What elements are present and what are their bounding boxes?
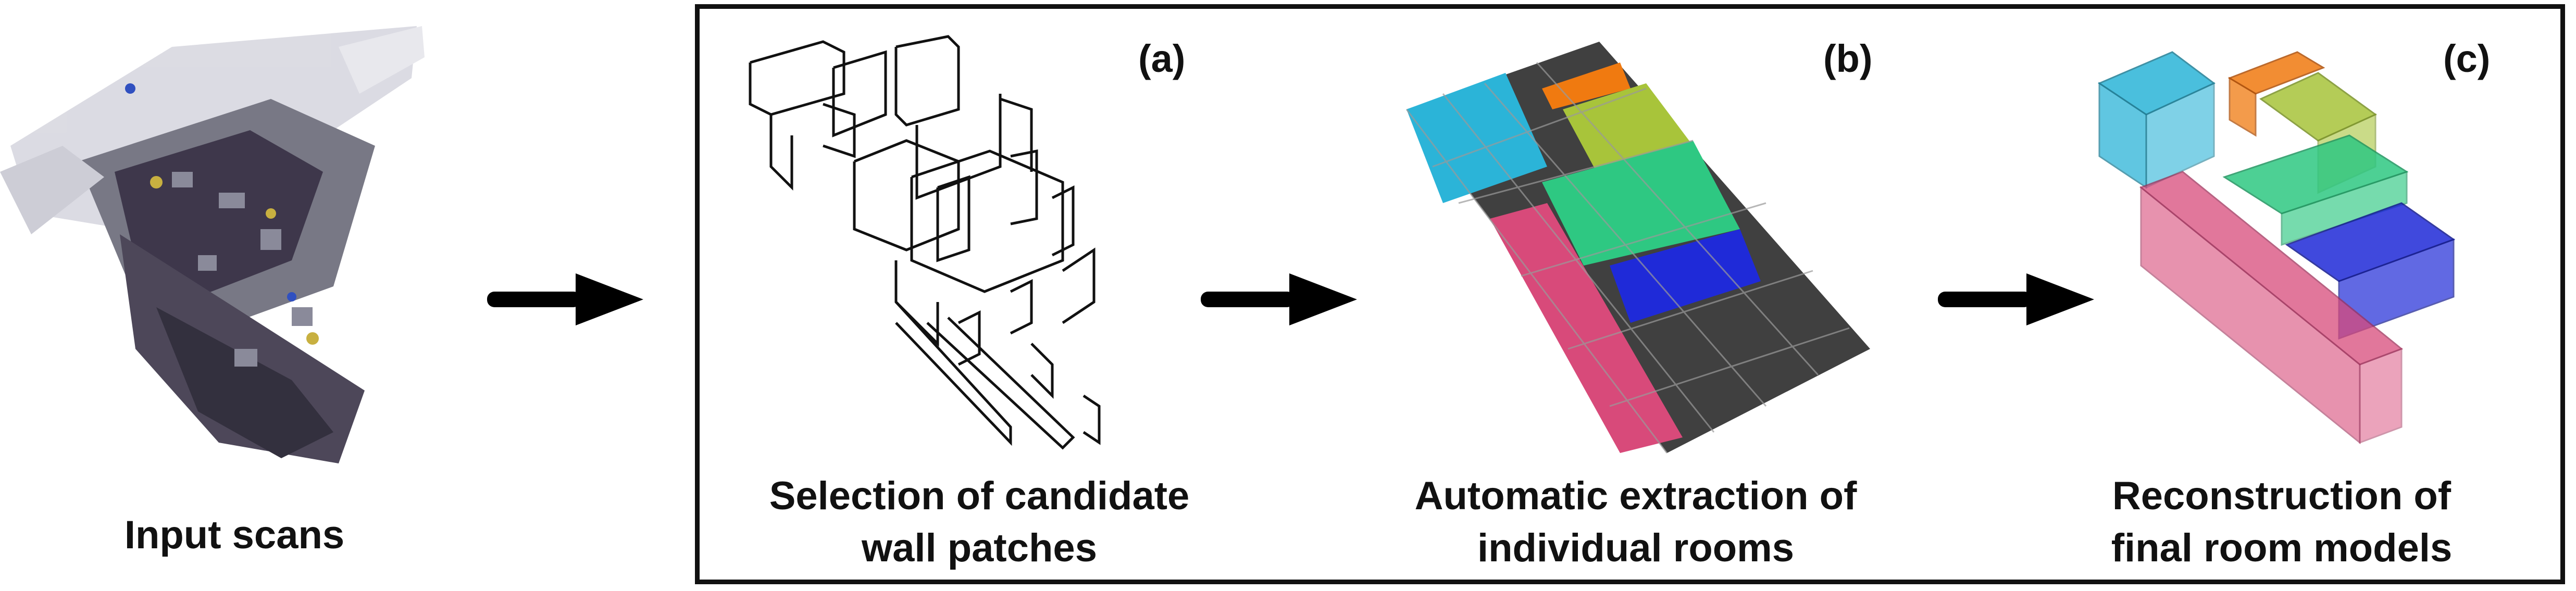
panel-a-caption-line1: Selection of candidate — [769, 474, 1190, 518]
panel-c-room-models-image — [2097, 51, 2456, 445]
input-scans-caption: Input scans — [124, 513, 345, 557]
arrow-right-icon — [1201, 273, 1357, 325]
panel-a-wall-patches-image — [749, 35, 1101, 450]
panel-b-room-floorplan-image — [1405, 42, 1870, 454]
panel-a-caption-line2: wall patches — [862, 526, 1097, 570]
panel-a-label: (a) — [1138, 37, 1186, 80]
panel-b-caption-line2: individual rooms — [1477, 526, 1795, 570]
arrow-right-icon — [487, 273, 643, 325]
panel-c-caption-line1: Reconstruction of — [2112, 474, 2451, 518]
pipeline-frame — [695, 4, 2565, 584]
input-point-cloud-image — [0, 26, 425, 463]
arrow-right-icon — [1938, 273, 2094, 325]
panel-c-caption-line2: final room models — [2111, 526, 2453, 570]
panel-b-label: (b) — [1823, 37, 1873, 80]
panel-c-label: (c) — [2443, 37, 2491, 80]
panel-b-caption-line1: Automatic extraction of — [1414, 474, 1857, 518]
